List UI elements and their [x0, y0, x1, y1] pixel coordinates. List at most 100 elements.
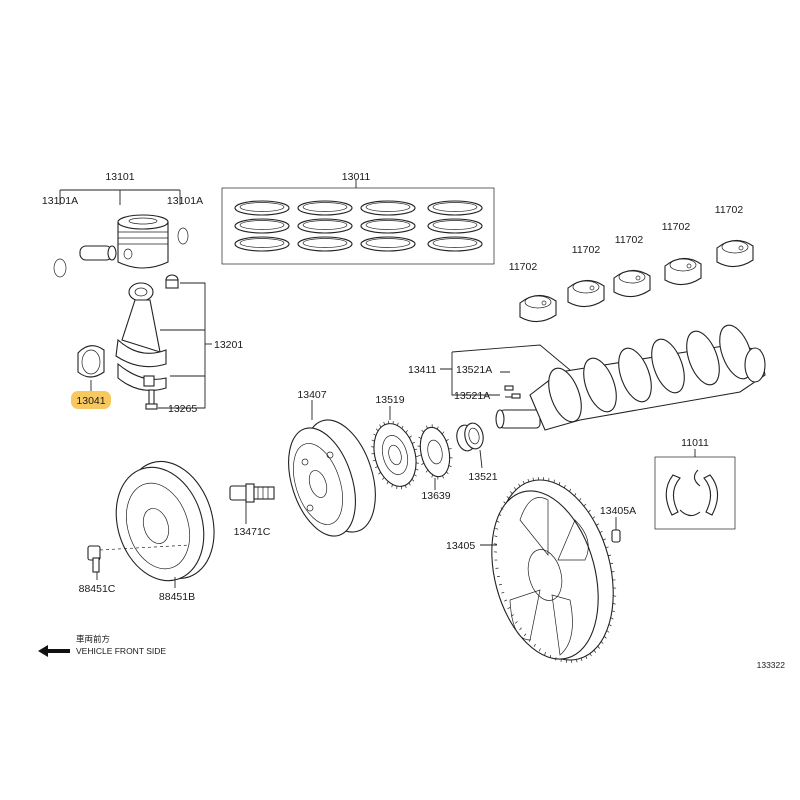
- label-13041[interactable]: 13041: [76, 395, 105, 407]
- gear-tooth: [382, 477, 385, 480]
- gear-tooth: [418, 454, 422, 456]
- piston-pin[interactable]: [79, 245, 117, 261]
- piston-ring-inner: [365, 202, 411, 212]
- gear-tooth: [498, 583, 502, 586]
- label-13011[interactable]: 13011: [342, 171, 371, 183]
- label-13521[interactable]: 13521: [468, 471, 497, 483]
- piston-ring-sets: [221, 180, 495, 265]
- piston-ring-inner: [302, 220, 348, 230]
- damper-bolt[interactable]: [87, 545, 101, 573]
- gear-tooth: [599, 530, 603, 533]
- piston-ring: [360, 200, 416, 216]
- piston-ring-set-4[interactable]: [427, 200, 483, 252]
- gear-tooth: [527, 478, 530, 482]
- bearing-shell: [567, 279, 605, 308]
- label-11702-d[interactable]: 11702: [662, 221, 691, 233]
- piston-ring-inner: [239, 202, 285, 212]
- gear-tooth: [605, 546, 609, 549]
- bearing-shell: [519, 294, 557, 323]
- label-11011[interactable]: 11011: [681, 437, 709, 449]
- connecting-rod[interactable]: [115, 282, 167, 391]
- gear-tooth: [496, 520, 500, 523]
- label-11702-b[interactable]: 11702: [572, 244, 601, 256]
- gear-tooth: [426, 425, 428, 429]
- label-13101A-left[interactable]: 13101A: [42, 195, 78, 207]
- small-end-bushing[interactable]: [165, 274, 179, 289]
- crankshaft-timing-gear[interactable]: [367, 419, 422, 491]
- gear-tooth: [503, 501, 507, 504]
- label-11702-c[interactable]: 11702: [615, 234, 644, 246]
- connecting-rod-bearing[interactable]: [77, 345, 105, 378]
- label-13519[interactable]: 13519: [375, 394, 404, 406]
- main-bearing-5[interactable]: [716, 239, 754, 268]
- gear-tooth: [596, 523, 600, 526]
- crankshaft-damper-pulley[interactable]: [99, 450, 228, 592]
- gear-tooth: [391, 484, 393, 488]
- bearing-shell: [664, 257, 702, 286]
- thrust-washers[interactable]: [654, 449, 736, 530]
- gear-tooth: [514, 621, 518, 624]
- label-13101A-right[interactable]: 13101A: [167, 195, 203, 207]
- label-13521A-b[interactable]: 13521A: [454, 390, 490, 402]
- main-bearing-1[interactable]: [519, 294, 557, 323]
- piston-ring: [360, 218, 416, 234]
- gear-tooth: [519, 627, 522, 631]
- crankshaft-spacer[interactable]: [454, 421, 485, 452]
- main-bearing-3[interactable]: [613, 269, 651, 298]
- piston-ring: [360, 236, 416, 252]
- gear-tooth: [404, 485, 407, 489]
- label-13265[interactable]: 13265: [168, 403, 197, 415]
- label-13405[interactable]: 13405: [446, 540, 475, 552]
- label-13405A[interactable]: 13405A: [600, 505, 636, 517]
- label-13411[interactable]: 13411: [408, 364, 437, 376]
- gear-tooth: [579, 498, 582, 502]
- crankshaft[interactable]: [495, 321, 766, 431]
- flywheel[interactable]: [474, 467, 631, 673]
- snap-ring-left[interactable]: [53, 258, 67, 278]
- snap-ring-right[interactable]: [177, 227, 189, 245]
- piston-ring-set-3[interactable]: [360, 200, 416, 252]
- piston-ring-set-1[interactable]: [234, 200, 290, 252]
- crank-key-1[interactable]: [504, 385, 514, 391]
- rod-bolt[interactable]: [145, 389, 158, 410]
- label-13201[interactable]: 13201: [214, 339, 243, 351]
- gear-tooth: [544, 651, 546, 655]
- gear-tooth: [610, 617, 614, 620]
- gear-tooth: [413, 474, 417, 477]
- label-11702-a[interactable]: 11702: [509, 261, 538, 273]
- label-13101[interactable]: 13101: [105, 171, 134, 183]
- main-bearing-4[interactable]: [664, 257, 702, 286]
- crankshaft-pulley[interactable]: [276, 411, 388, 545]
- label-88451B[interactable]: 88451B: [159, 591, 195, 603]
- crank-key-2[interactable]: [511, 393, 521, 399]
- gear-tooth: [592, 516, 596, 519]
- label-88451C[interactable]: 88451C: [79, 583, 116, 595]
- oil-hole: [635, 275, 641, 281]
- pulley-bolt[interactable]: [229, 483, 275, 503]
- gear-tooth: [564, 485, 566, 489]
- piston-ring-set-2[interactable]: [297, 200, 353, 252]
- piston[interactable]: [117, 214, 169, 269]
- main-bearing-2[interactable]: [567, 279, 605, 308]
- gear-tooth: [411, 478, 415, 482]
- oil-pump-drive-sprocket[interactable]: [416, 424, 454, 480]
- gear-tooth: [371, 439, 375, 442]
- gear-tooth: [495, 527, 499, 530]
- gear-tooth: [493, 543, 497, 545]
- label-11702-e[interactable]: 11702: [715, 204, 744, 216]
- gear-tooth: [378, 472, 381, 475]
- piston-ring-inner: [302, 238, 348, 248]
- label-13521A-a[interactable]: 13521A: [456, 364, 492, 376]
- piston-ring-inner: [432, 238, 478, 248]
- flywheel-dowel-pin[interactable]: [611, 529, 621, 543]
- gear-tooth: [442, 475, 444, 479]
- bearing-shell: [716, 239, 754, 268]
- gear-tooth: [421, 429, 424, 433]
- gear-tooth: [374, 466, 378, 469]
- gear-tooth: [608, 554, 612, 557]
- crank-web: [686, 330, 720, 386]
- gear-tooth: [401, 425, 404, 429]
- label-13407[interactable]: 13407: [297, 389, 326, 401]
- label-13471C[interactable]: 13471C: [234, 526, 271, 538]
- label-13639[interactable]: 13639: [421, 490, 450, 502]
